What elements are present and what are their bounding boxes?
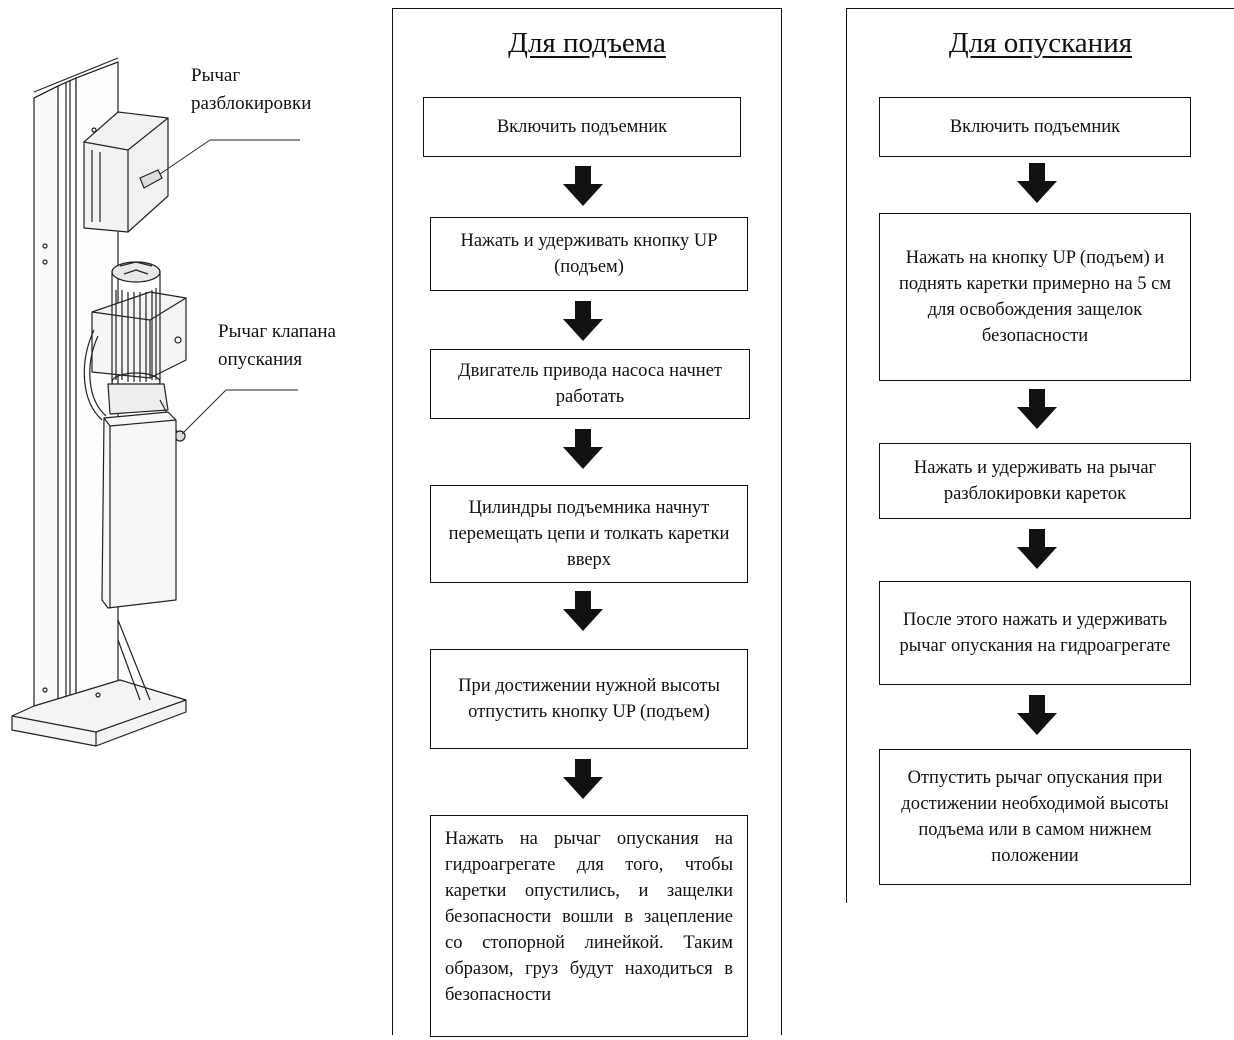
down-arrow-icon: [1015, 527, 1059, 571]
lowering-title: Для опускания: [948, 27, 1133, 59]
raising-step-4: Цилиндры подъемника начнут перемещать це…: [430, 485, 748, 583]
lowering-step-2: Нажать на кнопку UP (подъем) и поднять к…: [879, 213, 1191, 381]
unlock-lever-callout: Рычаг разблокировки: [191, 65, 312, 114]
raising-procedure-panel: Для подъема Включить подъемник Нажать и …: [392, 8, 782, 1037]
raising-step-5: При достижении нужной высоты отпустить к…: [430, 649, 748, 749]
lowering-step-5: Отпустить рычаг опускания при достижении…: [879, 749, 1191, 885]
raising-title: Для подъема: [508, 27, 666, 59]
raising-step-6-text: Нажать на рычаг опускания на гидроагрега…: [445, 829, 733, 1005]
raising-step-6: Нажать на рычаг опускания на гидроагрега…: [430, 815, 748, 1037]
lowering-step-4-text: После этого нажать и удерживать рычаг оп…: [899, 610, 1171, 656]
raising-step-3-text: Двигатель привода насоса начнет работать: [458, 361, 722, 407]
raising-step-4-text: Цилиндры подъемника начнут перемещать це…: [448, 498, 730, 570]
lift-column-illustration: Рычаг разблокировки Рычаг клапана опуска…: [0, 0, 380, 1035]
down-arrow-icon: [1015, 387, 1059, 431]
raising-step-3: Двигатель привода насоса начнет работать: [430, 349, 750, 419]
raising-step-2: Нажать и удерживать кнопку UP (подъем): [430, 217, 748, 291]
lowering-step-3-text: Нажать и удерживать на рычаг разблокиров…: [913, 458, 1157, 504]
lowering-step-1: Включить подъемник: [879, 97, 1191, 157]
raising-step-5-text: При достижении нужной высоты отпустить к…: [458, 676, 720, 722]
down-arrow-icon: [1015, 161, 1059, 205]
raising-step-2-text: Нажать и удерживать кнопку UP (подъем): [460, 231, 718, 277]
down-arrow-icon: [561, 427, 605, 471]
lowering-valve-lever-callout: Рычаг клапана опускания: [218, 321, 336, 370]
lowering-step-5-text: Отпустить рычаг опускания при достижении…: [901, 768, 1169, 866]
lowering-step-1-text: Включить подъемник: [949, 117, 1121, 137]
down-arrow-icon: [561, 164, 605, 208]
lowering-step-4: После этого нажать и удерживать рычаг оп…: [879, 581, 1191, 685]
raising-step-1: Включить подъемник: [423, 97, 741, 157]
lowering-step-3: Нажать и удерживать на рычаг разблокиров…: [879, 443, 1191, 519]
lift-column-drawing: [11, 57, 300, 747]
raising-step-1-text: Включить подъемник: [496, 117, 668, 137]
down-arrow-icon: [1015, 693, 1059, 737]
lowering-step-2-text: Нажать на кнопку UP (подъем) и поднять к…: [898, 248, 1172, 346]
down-arrow-icon: [561, 757, 605, 801]
down-arrow-icon: [561, 299, 605, 343]
down-arrow-icon: [561, 589, 605, 633]
lowering-procedure-panel: Для опускания Включить подъемник Нажать …: [846, 8, 1234, 903]
